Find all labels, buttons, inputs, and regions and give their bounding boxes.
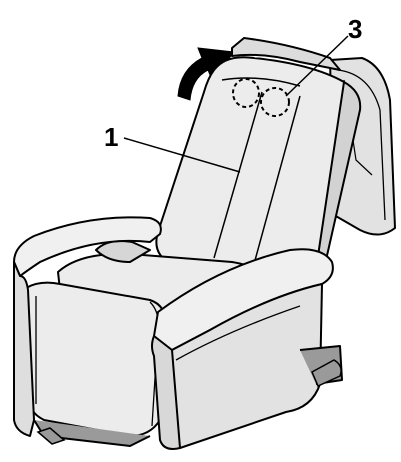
callout-3-label: 3 [348,14,362,44]
seat-front-panel [26,283,166,446]
callout-1-label: 1 [104,122,118,152]
